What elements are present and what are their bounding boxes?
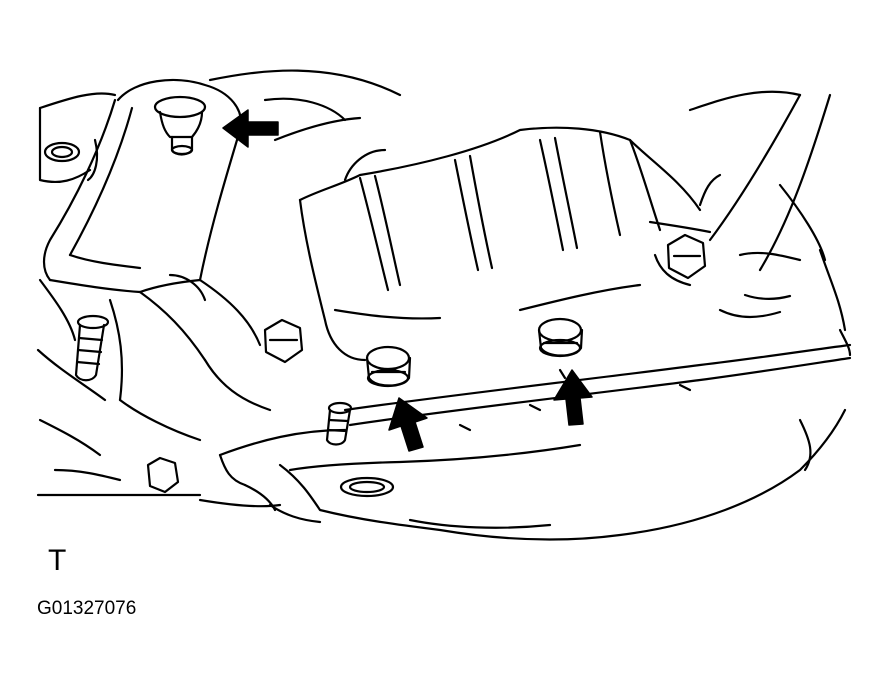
middle-bolt-arrow bbox=[388, 397, 428, 452]
upper-bolt-arrow bbox=[222, 109, 279, 148]
oil-pan-bolt-right bbox=[537, 317, 584, 358]
right-bolt-arrow bbox=[553, 369, 593, 426]
oil-pan-flange bbox=[343, 328, 852, 432]
oil-pan-tray bbox=[218, 408, 847, 541]
lower-left-bolt bbox=[146, 456, 180, 494]
bracket-bolt bbox=[153, 95, 207, 156]
view-letter-label: T bbox=[48, 544, 67, 577]
figure-id-label: G01327076 bbox=[37, 598, 137, 619]
engine-block-outline bbox=[36, 69, 847, 508]
side-stud bbox=[74, 314, 110, 382]
hex-bolt-left bbox=[263, 318, 304, 364]
hex-bolt-right bbox=[666, 233, 707, 280]
oil-pan-bolt-left bbox=[365, 345, 412, 388]
mounting-bracket bbox=[42, 78, 272, 442]
oil-pan-housing bbox=[298, 126, 712, 362]
